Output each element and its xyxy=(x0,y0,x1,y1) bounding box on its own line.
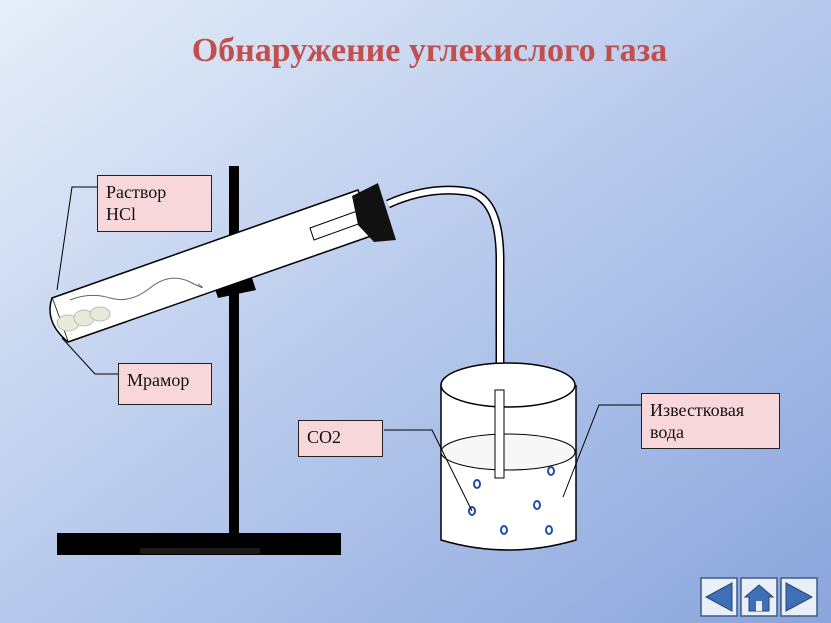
hcl-surface xyxy=(69,277,203,301)
label-hcl-line2: HCl xyxy=(106,204,137,224)
label-marble-text: Мрамор xyxy=(127,370,190,390)
prev-button[interactable] xyxy=(700,577,738,617)
co2-bubbles xyxy=(468,466,555,535)
stand-base xyxy=(57,533,341,555)
leader-lines xyxy=(56,186,641,512)
arrow-left-icon xyxy=(704,582,733,612)
stand-rod xyxy=(229,166,239,536)
home-icon xyxy=(743,584,775,612)
next-button[interactable] xyxy=(780,577,818,617)
stopper xyxy=(352,183,396,242)
page-title: Обнаружение углекислого газа xyxy=(191,32,668,69)
marble-pieces xyxy=(56,306,111,332)
label-limewater-line2: вода xyxy=(650,422,685,442)
lab-stand xyxy=(57,166,341,555)
label-co2: CO2 xyxy=(298,420,383,457)
label-hcl-solution: Раствор HCl xyxy=(97,175,212,232)
label-marble: Мрамор xyxy=(118,363,212,405)
stand-clamp xyxy=(214,278,256,298)
delivery-tube xyxy=(386,185,505,475)
label-co2-text: CO2 xyxy=(307,427,342,447)
test-tube xyxy=(49,183,396,343)
home-button[interactable] xyxy=(740,577,778,617)
label-limewater: Известковая вода xyxy=(641,393,780,449)
arrow-right-icon xyxy=(785,582,814,612)
beaker xyxy=(440,362,577,551)
label-hcl-line1: Раствор xyxy=(106,182,167,202)
label-limewater-line1: Известковая xyxy=(650,400,745,420)
